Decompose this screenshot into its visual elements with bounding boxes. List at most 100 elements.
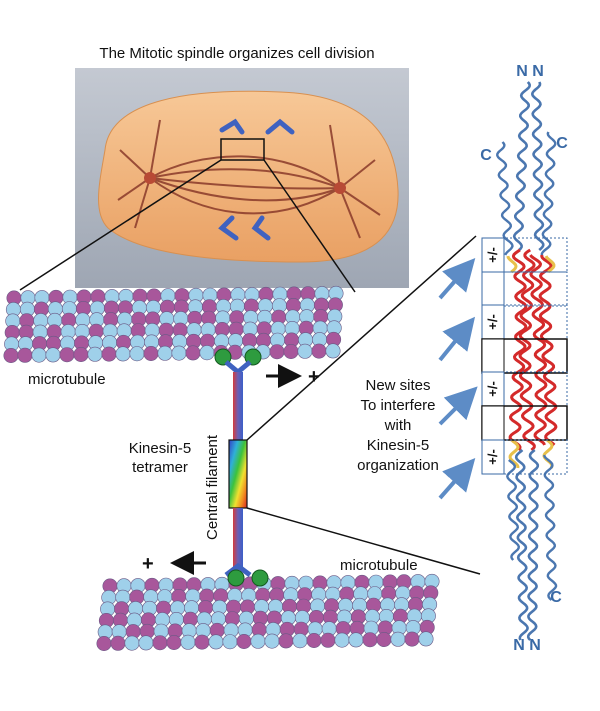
terminal-c-right: C [556,135,568,152]
tubulin-bead [45,347,61,363]
helix-strand [496,141,514,256]
tubulin-bead [292,633,308,649]
plus-end-bottom: + [142,553,154,575]
tubulin-bead [101,346,117,362]
site-box-tab [481,271,505,307]
chromosomes [218,118,295,241]
tubulin-bead [325,343,341,359]
site-arrow [438,386,478,426]
microtubule-bottom [96,573,440,651]
tubulin-bead [278,633,294,649]
tubulin-bead [152,635,168,651]
site-arrow [438,316,476,362]
zoom-line-lower-right [246,507,481,575]
site-box-column: +/- +/- +/- +/- [481,237,568,475]
helix-strand [508,248,528,451]
label-sites-line3: with [384,417,412,434]
site-arrow [438,458,476,500]
helix-strand [529,254,548,446]
tubulin-bead [264,633,280,649]
terminal-c-bottom: C [550,589,562,606]
tubulin-bead [222,634,238,650]
label-sites-line1: New sites [365,377,430,394]
helix-strand [506,255,518,274]
site-box-label: +/- [485,381,500,397]
label-sites-line5: organization [357,457,439,474]
helix-strand [543,454,558,601]
tubulin-bead [87,346,103,362]
coiled-coil-structure: +/- +/- +/- +/- N N C C C N N [480,63,568,654]
terminal-c-left: C [480,147,492,164]
label-sites-line4: Kinesin-5 [367,437,430,454]
tubulin-bead [306,632,322,648]
tubulin-bead [129,346,145,362]
tubulin-bead [362,632,378,648]
spindle-pole-left [144,172,156,184]
helix-strand [512,81,531,251]
tubulin-bead [138,635,154,651]
site-arrow [438,258,476,300]
motor-head [251,569,269,587]
tubulin-bead [199,345,215,361]
tubulin-bead [236,633,252,649]
tubulin-bead [404,631,420,647]
tubulin-bead [166,634,182,650]
terminal-n-top: N N [516,63,544,80]
helix-strand [526,449,540,641]
tubulin-bead [59,347,75,363]
tubulin-bead [124,635,140,651]
tubulin-bead [283,343,299,359]
helix-strand [518,248,536,452]
site-box-tab [481,338,505,374]
tubulin-bead [143,345,159,361]
zoom-line-upper-right [246,235,477,441]
tubulin-bead [208,634,224,650]
helix-strand [506,459,520,561]
terminal-n-bottom: N N [513,637,541,654]
tubulin-bead [194,634,210,650]
label-microtubule-top: microtubule [28,371,106,388]
site-box-label: +/- [485,449,500,465]
spindle-fibers [117,119,381,239]
cell-body [98,90,399,263]
tubulin-bead [250,633,266,649]
label-kinesin-line2: tetramer [132,459,188,476]
tubulin-bead [157,345,173,361]
tubulin-bead [17,347,33,363]
tubulin-bead [180,634,196,650]
tubulin-bead [390,631,406,647]
site-box-label: +/- [485,314,500,330]
figure-title: The Mitotic spindle organizes cell divis… [99,45,374,62]
site-box-label: +/- [485,247,500,263]
plus-end-top: + [308,366,320,388]
tubulin-bead [269,344,285,360]
site-box-tab [481,439,505,475]
tubulin-bead [311,343,327,359]
tubulin-bead [110,635,126,651]
helix-strand [540,131,557,255]
tubulin-bead [31,347,47,363]
label-microtubule-bottom: microtubule [340,557,418,574]
tubulin-bead [376,631,392,647]
zoom-line-left [19,159,222,291]
tubulin-bead [185,345,201,361]
helix-strand [531,81,545,251]
label-kinesin-line1: Kinesin-5 [129,440,192,457]
microtubule-top [3,285,344,363]
tubulin-bead [96,635,112,651]
tubulin-bead [320,632,336,648]
helix-strand [508,438,520,469]
tubulin-bead [418,631,434,647]
helix-strand [538,254,558,447]
motor-head [227,569,245,587]
zoom-box [220,138,265,161]
kinesin-tetramer [214,348,269,587]
neck-linker-top [224,360,252,376]
helix-strand [514,449,529,641]
tubulin-bead [3,347,19,363]
stalk-lower [233,508,243,570]
tubulin-bead [297,343,313,359]
zoom-line-right [263,159,356,293]
cell-illustration [75,68,409,288]
spindle-pole-right [334,182,346,194]
